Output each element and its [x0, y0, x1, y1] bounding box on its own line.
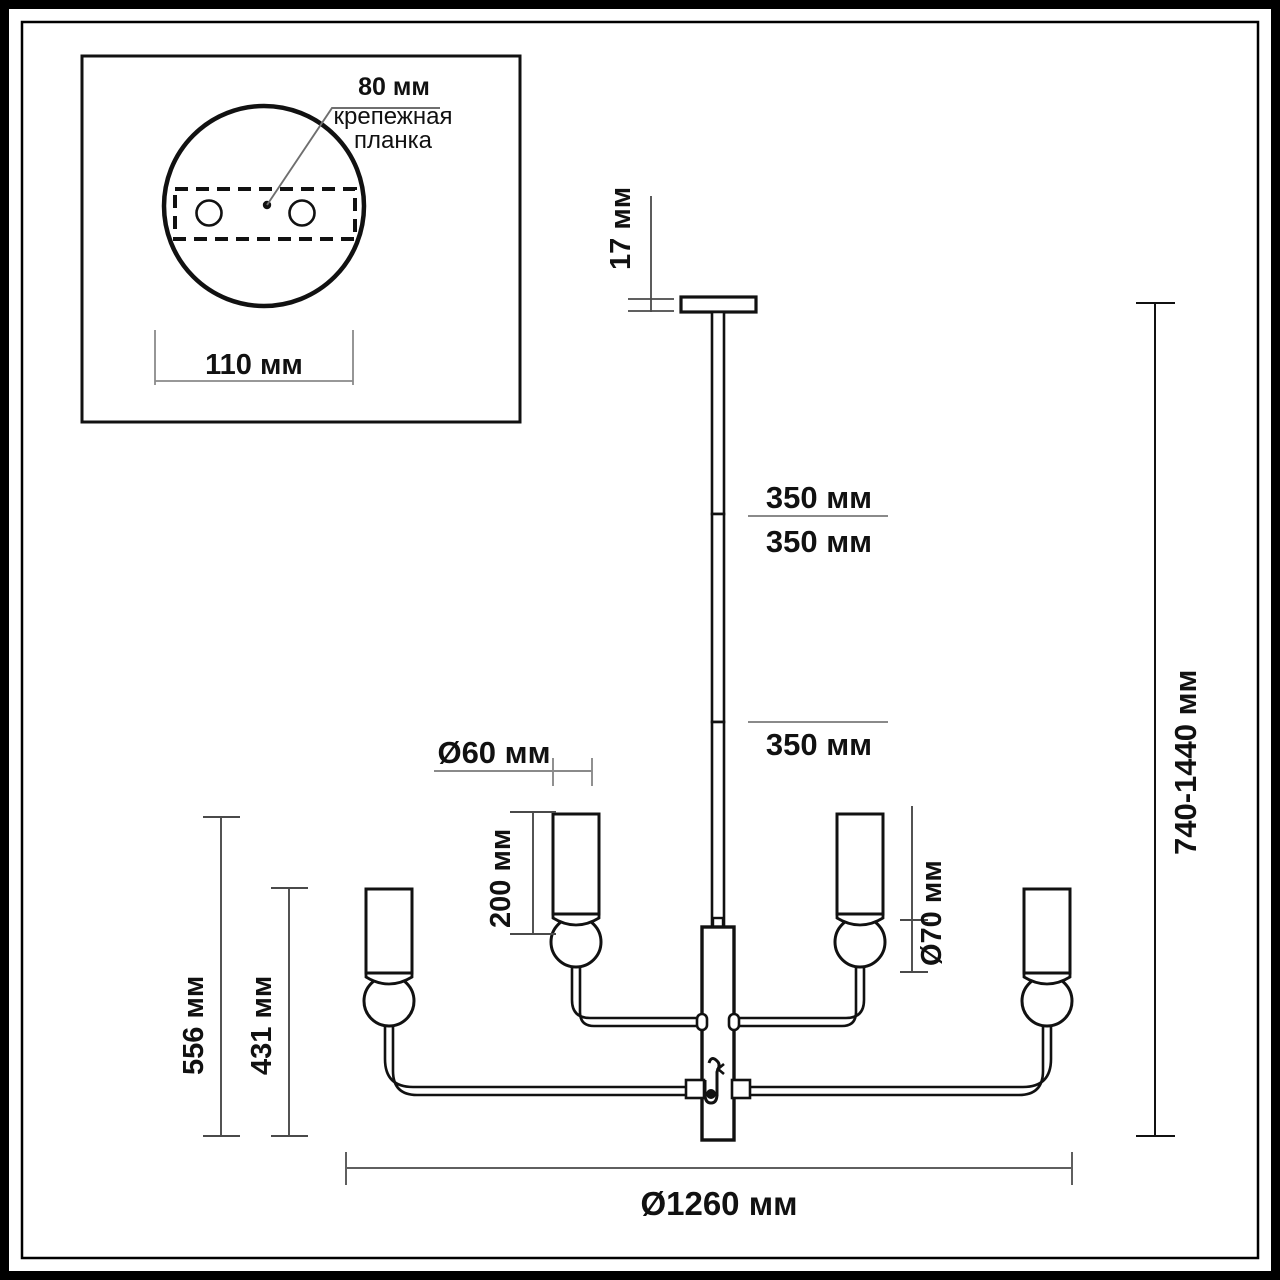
body-column: [700, 925, 736, 1142]
dim-overall-width: Ø1260 мм: [345, 1152, 1073, 1222]
dim-overall-width-label: Ø1260 мм: [640, 1185, 797, 1222]
rod-segment-middle: [710, 512, 726, 724]
leader-line: [266, 107, 440, 206]
shade-lower-right: [1022, 887, 1072, 975]
dim-shade-height-label: 200 мм: [485, 829, 517, 928]
dim-rod-middle-label: 350 мм: [766, 524, 872, 559]
bracket-hole-right: [288, 199, 316, 227]
dim-shade-diameter-label: Ø60 мм: [437, 735, 550, 770]
shade-upper-right: [835, 812, 885, 916]
shade-upper-left: [551, 812, 601, 916]
dim-shade-height: 200 мм: [485, 811, 556, 935]
dim-total-height-range: 740-1440 мм: [1136, 302, 1203, 1137]
dim-height-outer-label: 556 мм: [178, 976, 210, 1075]
dim-plate-width: 110 мм: [154, 330, 354, 385]
dim-height-inner: 431 мм: [246, 887, 308, 1137]
arm-socket-lower-right: [730, 1078, 752, 1100]
dim-rod-lower-label: 350 мм: [766, 727, 872, 762]
dim-height-inner-label: 431 мм: [246, 976, 278, 1075]
dim-bracket-width-label: 80 мм: [358, 73, 430, 101]
arm-upper-left: [549, 812, 709, 1032]
bracket-annotation-line2: планка: [354, 127, 433, 154]
dim-canopy-thickness: 17 мм: [605, 187, 674, 312]
central-body: [700, 916, 736, 1142]
dim-rod-lower: 350 мм: [748, 721, 888, 762]
dim-plate-width-label: 110 мм: [205, 349, 303, 381]
arm-upper-right: [727, 812, 887, 1032]
arm-socket-upper-right: [727, 1012, 741, 1032]
arm-socket-upper-left: [695, 1012, 709, 1032]
rod-segment-upper: [710, 310, 726, 516]
dim-height-outer: 556 мм: [178, 816, 240, 1137]
dim-canopy-thickness-label: 17 мм: [605, 187, 637, 270]
rod-segment-lower: [710, 720, 726, 927]
dim-shade-diameter: Ø60 мм: [434, 735, 593, 786]
bracket-annotation-line1: крепежная: [334, 103, 453, 130]
arm-socket-lower-left: [684, 1078, 706, 1100]
dim-sphere-diameter: Ø70 мм: [900, 806, 948, 973]
ceiling-mount-detail-panel: 80 мм крепежная планка 110 мм: [80, 54, 522, 424]
dim-rod-upper-middle: 350 мм 350 мм: [748, 480, 888, 559]
arm-lower-left: [362, 887, 706, 1100]
dim-sphere-diameter-label: Ø70 мм: [916, 860, 948, 966]
suspension-rod: [710, 310, 726, 927]
arm-lower-right: [730, 887, 1074, 1100]
dim-rod-upper-label: 350 мм: [766, 480, 872, 515]
mounting-bracket-dashed: [173, 187, 357, 241]
shade-lower-left: [364, 887, 414, 975]
bracket-hole-left: [195, 199, 223, 227]
dim-total-height-range-label: 740-1440 мм: [1168, 670, 1203, 856]
canopy-plate: [679, 295, 758, 314]
